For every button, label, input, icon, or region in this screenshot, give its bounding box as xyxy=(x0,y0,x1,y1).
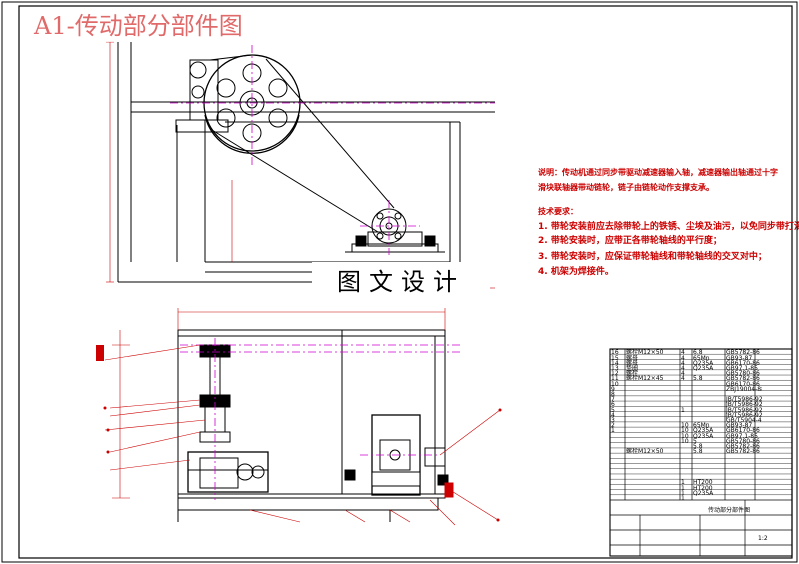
table-cell: Q235A xyxy=(693,364,714,372)
table-cell: 4 xyxy=(681,359,685,367)
tech-requirement-4: 4. 机架为焊接件。 xyxy=(538,267,614,277)
table-cell: 7 xyxy=(611,396,615,404)
tech-requirements-title: 技术要求： xyxy=(538,207,578,216)
table-cell: 螺栓M12×50 xyxy=(626,448,664,456)
table-cell: 4 xyxy=(681,354,685,362)
table-cell: 1 xyxy=(681,484,685,492)
table-cell: HT200 xyxy=(693,484,713,492)
table-cell: 5 xyxy=(693,437,697,445)
table-cell: 1 xyxy=(681,406,685,414)
bottom-view xyxy=(177,329,454,522)
table-cell: 螺栓 xyxy=(626,370,639,378)
table-cell: Q235A xyxy=(693,432,714,440)
table-cell: 10 xyxy=(681,437,689,445)
table-cell: 螺栓M12×50 xyxy=(626,349,664,357)
table-cell: 4 xyxy=(681,349,685,357)
explanation-line-2: 滑块联轴器带动链轮，链子由链轮动作支撑支承。 xyxy=(538,183,714,192)
table-cell: 14 xyxy=(611,359,619,367)
table-cell: GB93-87 xyxy=(726,354,753,362)
table-cell: 13 xyxy=(611,364,619,372)
bottom-view-dimensions xyxy=(104,308,501,526)
table-cell: 3 xyxy=(611,416,615,424)
table-cell: 1 xyxy=(611,427,615,435)
table-cell: 8 xyxy=(611,390,615,398)
bottom-view-centerlines xyxy=(180,338,460,500)
table-cell: 2 xyxy=(611,422,615,430)
table-cell: 10 xyxy=(681,422,689,430)
table-cell: 4 xyxy=(611,411,615,419)
table-cell: GB6170-86 xyxy=(726,380,760,388)
table-cell: 10 xyxy=(611,380,619,388)
table-cell: 10 xyxy=(681,432,689,440)
top-view-centerlines xyxy=(170,45,495,255)
table-cell: 5 xyxy=(611,406,615,414)
table-cell: GB/T5904-4 xyxy=(726,416,762,424)
table-cell: Q235A xyxy=(693,359,714,367)
table-cell: 4 xyxy=(681,370,685,378)
table-cell: GB97.1-85 xyxy=(726,364,758,372)
table-cell: 垫圈 xyxy=(626,364,639,372)
table-cell: 12 xyxy=(611,370,619,378)
table-cell: GB97.1-85 xyxy=(726,432,758,440)
table-cell: JB/T5986-92 xyxy=(726,411,762,419)
table-cell: Q235A xyxy=(693,427,714,435)
table-cell: GB6170-86 xyxy=(726,359,760,367)
table-cell: GB5782-86 xyxy=(726,349,760,357)
table-cell: 6 xyxy=(611,401,615,409)
table-cell: GB5782-86 xyxy=(726,448,760,456)
table-cell: 65Mn xyxy=(693,354,710,362)
table-cell: 螺母 xyxy=(626,354,639,362)
table-cell: 1 xyxy=(681,479,685,487)
table-cell: GB5780-86 xyxy=(726,437,760,445)
table-cell: 1 xyxy=(681,489,685,497)
table-cell: 4 xyxy=(681,375,685,383)
table-cell: 5.8 xyxy=(693,375,703,383)
table-cell: HT200 xyxy=(693,479,713,487)
leader-markers xyxy=(96,345,502,522)
top-view-dimensions xyxy=(106,41,495,289)
table-cell: JB/T5986-92 xyxy=(726,396,762,404)
watermark-text: 图文设计 xyxy=(312,262,490,302)
table-cell: 5.8 xyxy=(693,448,703,456)
table-cell: 16 xyxy=(611,349,619,357)
drawing-title: A1-传动部分部件图 xyxy=(26,10,251,42)
inner-frame xyxy=(18,5,793,559)
table-cell: 螺母 xyxy=(626,359,639,367)
table-cell: GB5782-86 xyxy=(726,443,760,451)
table-cell: 4 xyxy=(681,364,685,372)
table-cell: 11 xyxy=(611,375,619,383)
table-cell: 6.8 xyxy=(693,349,703,357)
table-cell: 1 xyxy=(681,495,685,503)
table-cell: 10 xyxy=(681,427,689,435)
table-cell: ZBJ19004-88 xyxy=(726,385,762,393)
tech-requirement-1: 1. 带轮安装前应去除带轮上的铁锈、尘埃及油污，以免同步带打滑擦损； xyxy=(538,222,799,232)
explanation-line-1: 说明：传动机通过同步带驱动减速器输入轴，减速器输出轴通过十字 xyxy=(538,168,778,177)
table-cell: Q235A xyxy=(693,489,714,497)
table-cell: JB/T5986-92 xyxy=(726,401,762,409)
table-cell: 15 xyxy=(611,354,619,362)
parts-table-grid xyxy=(609,348,793,557)
table-cell: GB5782-86 xyxy=(726,375,760,383)
table-cell: GB6170-86 xyxy=(726,427,760,435)
table-cell: GB93-87 xyxy=(726,422,753,430)
tech-requirement-3: 3. 带轮安装时，应保证带轮轴线和带轮轴线的交叉对中； xyxy=(538,252,767,262)
table-cell: 5.8 xyxy=(693,443,703,451)
tech-requirement-2: 2. 带轮安装时，应带正各带轮轴线的平行度； xyxy=(538,236,722,246)
table-cell: 9 xyxy=(611,385,615,393)
table-cell: GB5780-86 xyxy=(726,370,760,378)
title-block-drawing-name: 传动部分部件图 xyxy=(708,507,751,514)
table-cell: JB/T5986-92 xyxy=(726,406,762,414)
top-view xyxy=(117,42,495,283)
parts-table-rowlines xyxy=(610,354,792,495)
table-cell: 65Mn xyxy=(693,422,710,430)
title-block-scale: 1:2 xyxy=(758,535,768,542)
table-cell: 螺栓M12×45 xyxy=(626,375,664,383)
